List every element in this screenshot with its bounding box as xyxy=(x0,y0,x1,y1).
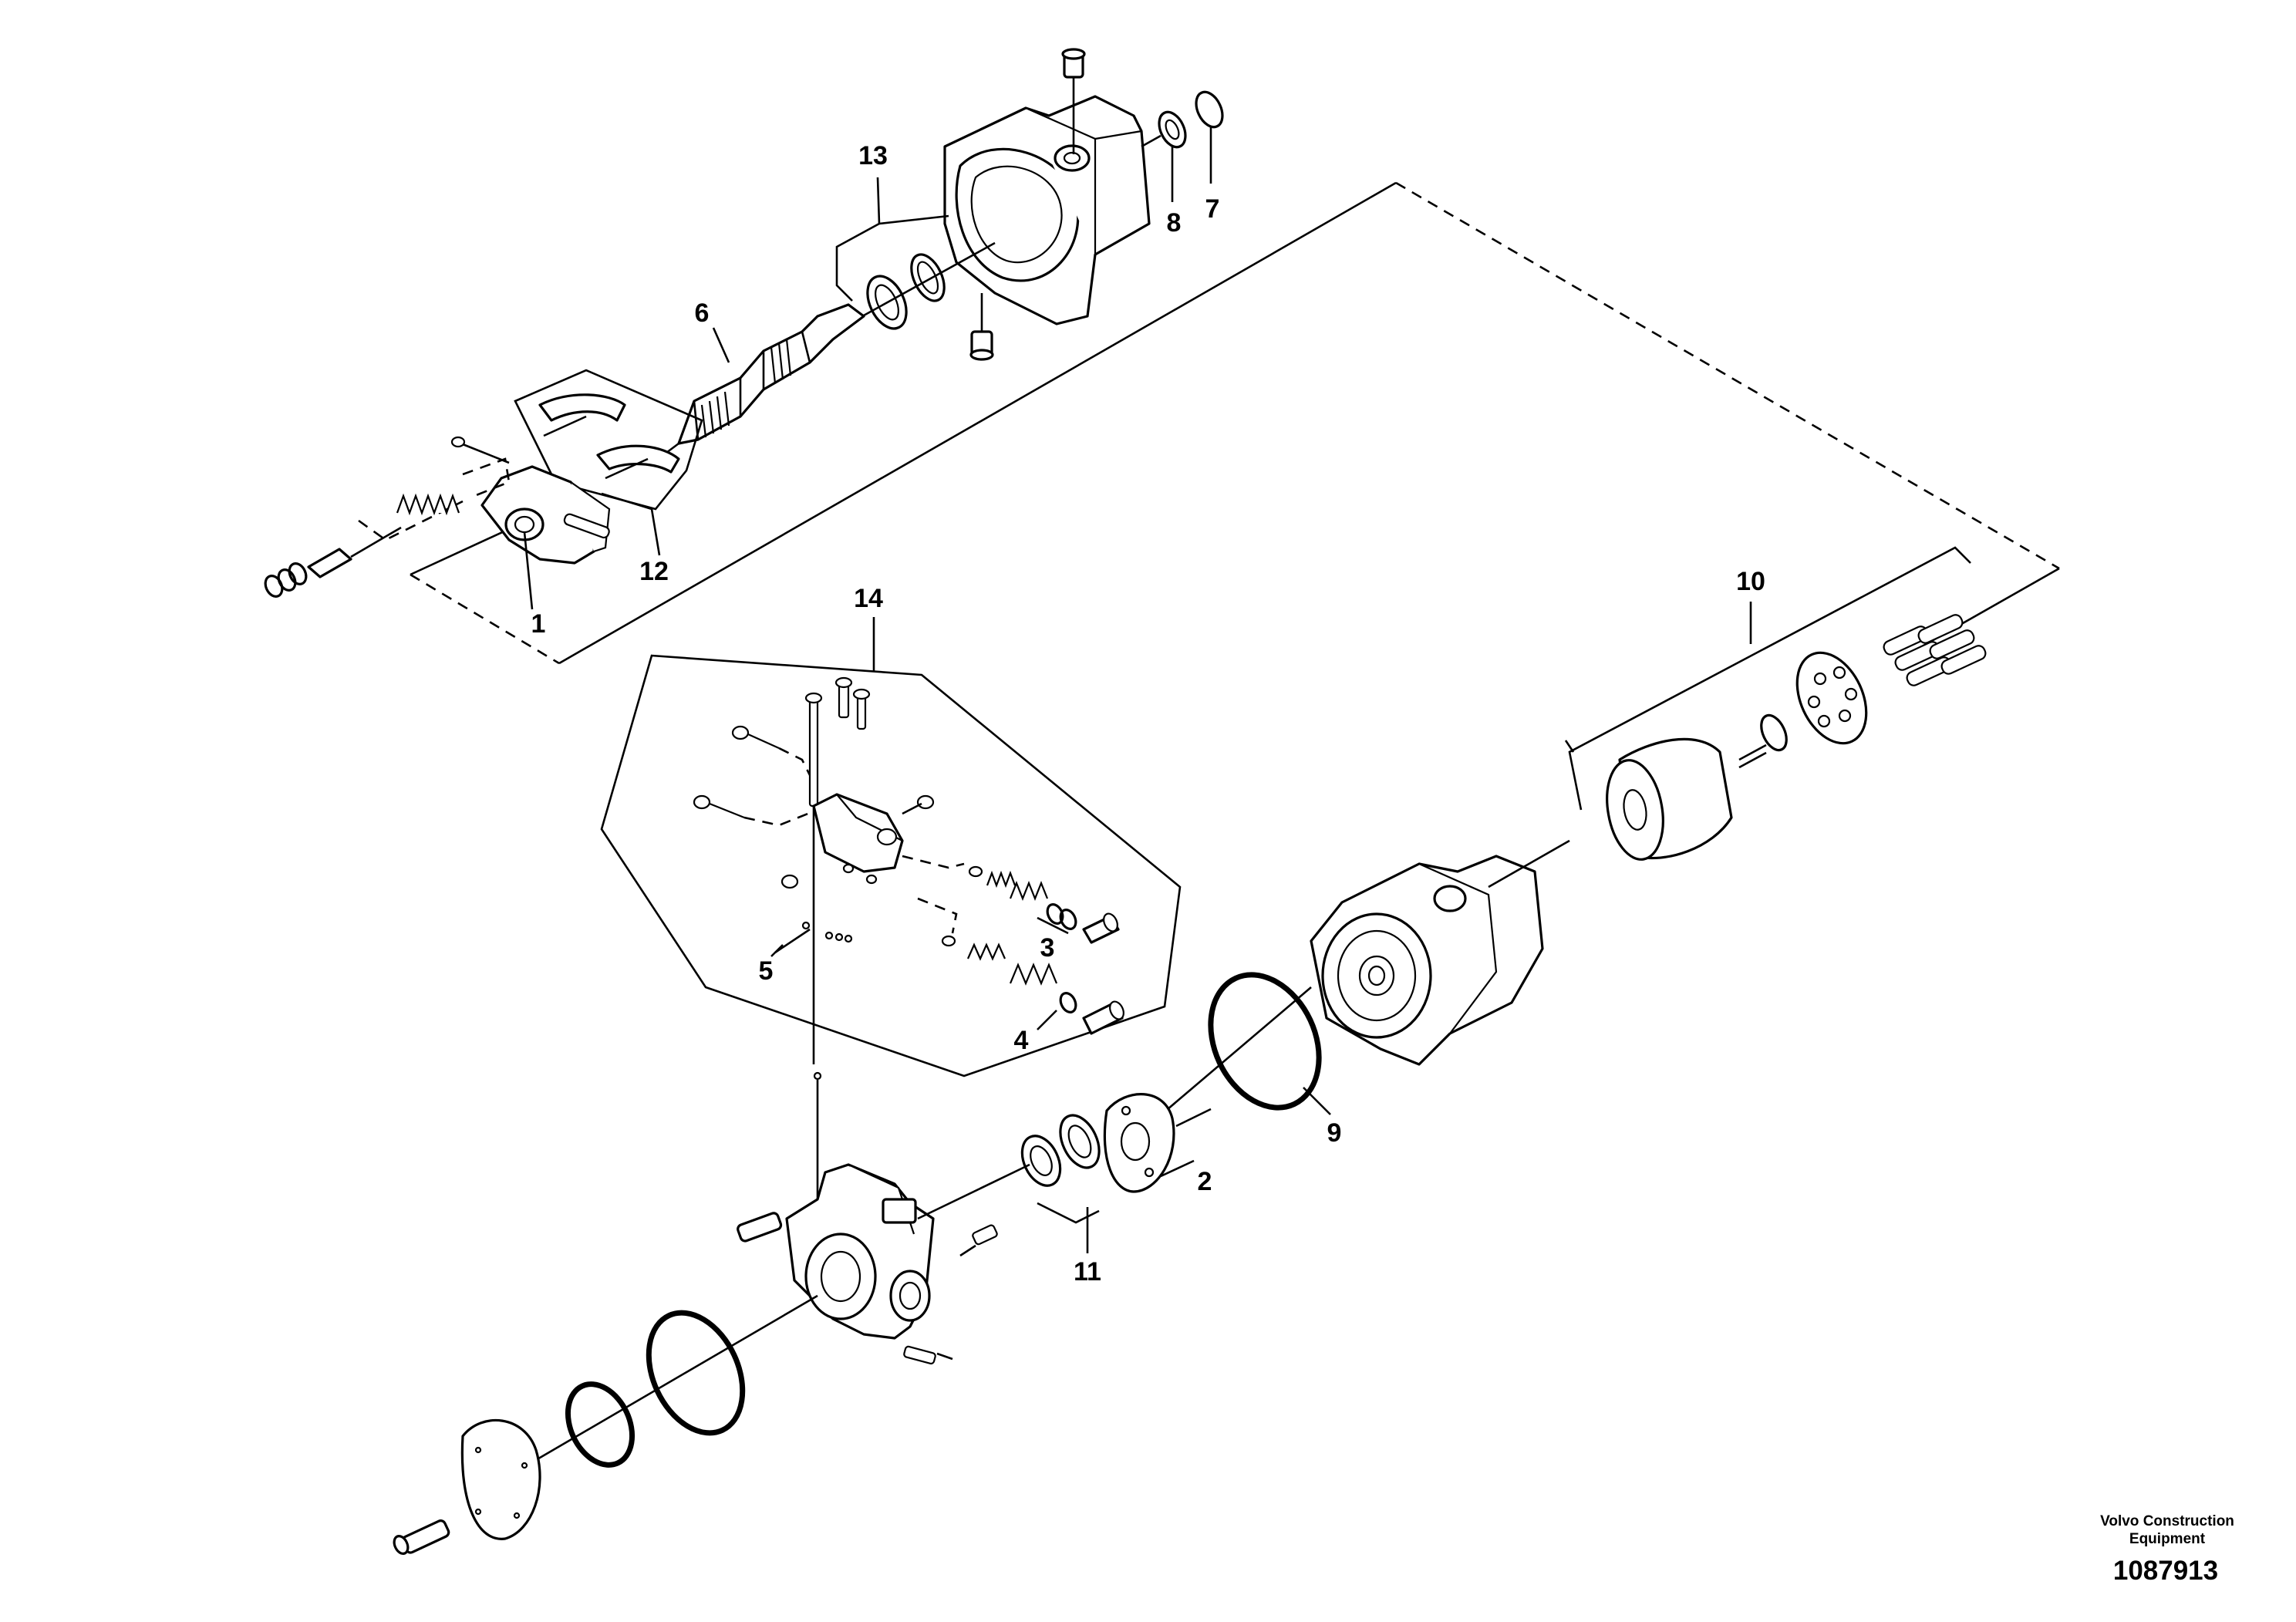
o-ring-small-lower xyxy=(565,1381,636,1468)
callout-12: 12 xyxy=(639,557,669,586)
callout-1: 1 xyxy=(531,609,546,639)
axis-line-lower xyxy=(493,1294,818,1486)
callout-4: 4 xyxy=(1014,1026,1029,1055)
callout-7: 7 xyxy=(1205,194,1220,224)
callout-2: 2 xyxy=(1198,1167,1212,1196)
callout-9: 9 xyxy=(1327,1118,1342,1148)
control-detail-part-14 xyxy=(600,654,1182,1077)
callout-leaders xyxy=(523,127,1752,1253)
document-number: 1087913 xyxy=(2113,1556,2218,1586)
o-ring-large-lower xyxy=(646,1310,746,1436)
callout-6: 6 xyxy=(695,298,710,328)
callout-13: 13 xyxy=(858,141,888,170)
housing-part-13 xyxy=(848,48,1151,361)
snap-ring-part-7 xyxy=(1195,90,1224,129)
swash-kit-part-12 xyxy=(514,369,703,511)
end-cap xyxy=(460,1418,541,1540)
bearing-kit-part-11 xyxy=(1020,1114,1101,1224)
callout-5: 5 xyxy=(759,956,774,986)
top-assembly-frame xyxy=(410,181,2060,665)
end-cap-bolt xyxy=(393,1519,450,1555)
o-ring-part-9 xyxy=(1208,972,1322,1111)
end-cover xyxy=(737,1163,1030,1365)
connector-dot xyxy=(813,1071,822,1081)
axis-line-right xyxy=(1156,986,1312,1119)
pump-housing xyxy=(1310,839,1570,1066)
callout-10: 10 xyxy=(1736,567,1765,596)
regulator-part-1 xyxy=(264,436,611,598)
shaft-part-6 xyxy=(663,303,865,457)
seal-part-8 xyxy=(1141,110,1187,149)
callout-14: 14 xyxy=(854,584,883,613)
callout-11: 11 xyxy=(1074,1257,1101,1286)
callout-8: 8 xyxy=(1167,208,1182,238)
brand-line-2: Equipment xyxy=(2129,1531,2206,1547)
rotary-group-part-10 xyxy=(1564,546,1987,861)
callout-3: 3 xyxy=(1040,933,1055,963)
brand-line-1: Volvo Construction xyxy=(2100,1513,2234,1529)
valve-plate-part-2 xyxy=(1103,1093,1212,1193)
